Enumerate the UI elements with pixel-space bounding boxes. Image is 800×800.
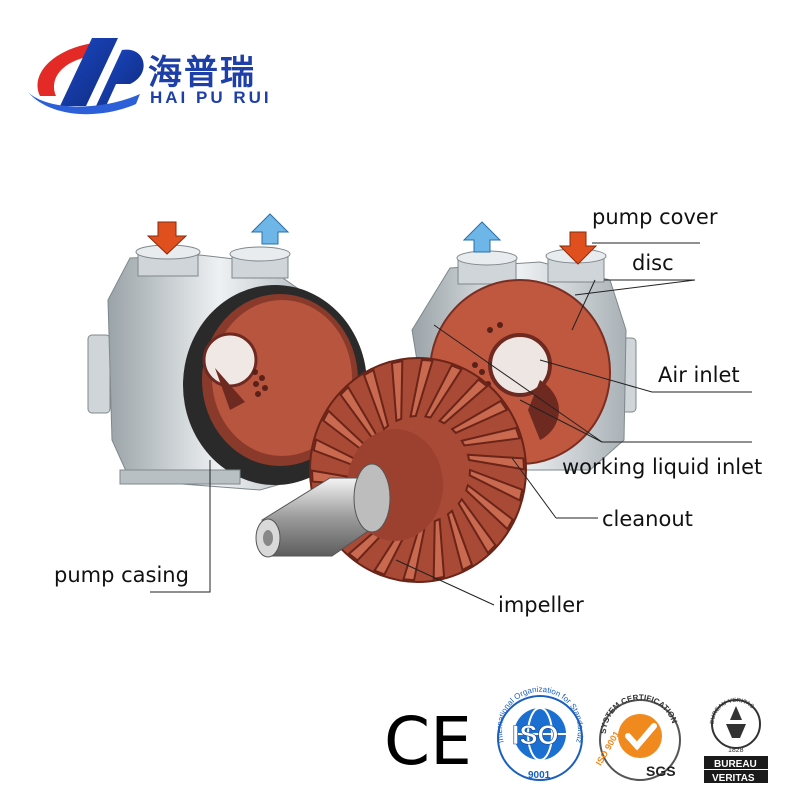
brand-name-cn: 海普瑞 bbox=[148, 53, 256, 93]
arrow-up-icon bbox=[250, 213, 290, 245]
iso-text: ISO bbox=[512, 720, 559, 750]
impeller-blade bbox=[432, 517, 446, 581]
label-pump-casing: pump casing bbox=[54, 563, 189, 587]
label-air-inlet: Air inlet bbox=[658, 363, 740, 387]
arrow-up-icon bbox=[462, 221, 502, 253]
impeller-blade bbox=[450, 399, 509, 435]
impeller-blade bbox=[465, 483, 515, 531]
impeller-blade bbox=[409, 358, 434, 418]
impeller-blade bbox=[390, 359, 404, 423]
bv-year: 1828 bbox=[728, 747, 744, 754]
impeller-rotor bbox=[255, 357, 527, 583]
bureau-veritas-icon: BUREAU VERITAS 1828 BUREAU VERITAS bbox=[702, 698, 770, 784]
impeller-blade bbox=[468, 468, 524, 502]
brand-name-en: HAI PU RUI bbox=[150, 88, 272, 107]
sgs-text: SGS bbox=[646, 763, 676, 779]
logo-mark bbox=[28, 38, 144, 115]
label-impeller: impeller bbox=[498, 593, 584, 617]
impeller-blade bbox=[437, 378, 489, 425]
label-working-liquid-inlet: working liquid inlet bbox=[562, 455, 762, 479]
iso-number: 9001 bbox=[528, 770, 551, 781]
label-disc: disc bbox=[632, 251, 674, 275]
impeller-blade bbox=[466, 453, 526, 471]
callout-lines bbox=[150, 242, 752, 606]
impeller-blade bbox=[457, 497, 497, 555]
impeller-blade bbox=[362, 368, 390, 431]
brand-logo: 海普瑞 HAI PU RUI bbox=[28, 38, 272, 115]
impeller-blade bbox=[460, 426, 521, 447]
impeller-blade bbox=[446, 509, 474, 572]
ce-mark-text: CE bbox=[384, 703, 472, 780]
bv-bureau: BUREAU bbox=[714, 759, 757, 770]
bv-veritas: VERITAS bbox=[712, 773, 755, 784]
impeller-blade bbox=[423, 364, 463, 419]
label-cleanout: cleanout bbox=[602, 507, 693, 531]
arrow-down-icon bbox=[558, 231, 598, 265]
label-pump-cover: pump cover bbox=[592, 205, 718, 229]
arrow-down-icon bbox=[146, 221, 188, 255]
sgs-check-icon: SYSTEM CERTIFICATION SGS ISO 9001 bbox=[594, 693, 681, 781]
ce-mark-icon: CE bbox=[384, 703, 472, 780]
